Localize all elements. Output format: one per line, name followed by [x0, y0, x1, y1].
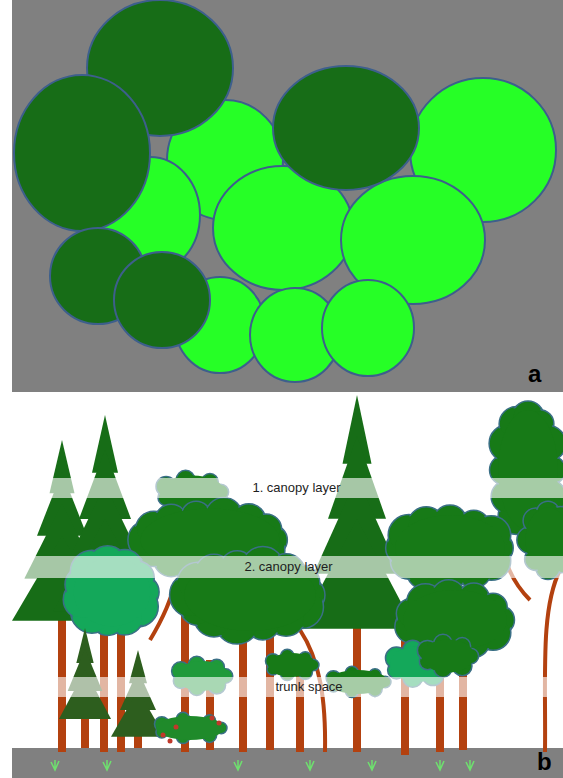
crown [417, 634, 478, 677]
grass-tuft [51, 760, 59, 770]
soil-strip [12, 748, 563, 778]
grass-tuft [368, 760, 376, 770]
grass-tuft [103, 760, 111, 770]
layer-band: 2. canopy layer [14, 556, 563, 578]
layer-band: 1. canopy layer [30, 478, 563, 498]
layer-label: 1. canopy layer [252, 480, 340, 496]
panel-letter: a [528, 362, 541, 386]
dark-crown [14, 75, 150, 231]
berry [174, 725, 179, 730]
grass-tuft [436, 760, 444, 770]
branch [545, 570, 560, 752]
panel-a-ground [12, 0, 563, 392]
layer-band: trunk space [55, 677, 563, 697]
crown-core [268, 653, 316, 677]
conifer [59, 628, 111, 719]
layer-label: trunk space [275, 679, 342, 695]
layer-label: 2. canopy layer [244, 559, 332, 575]
berry [217, 721, 222, 726]
light-crown [322, 280, 414, 376]
berry [210, 716, 215, 721]
crown-core [156, 716, 224, 740]
crown-map [14, 0, 556, 382]
panel-letter: b [537, 750, 552, 774]
dark-crown [114, 252, 210, 348]
crown [266, 649, 319, 680]
dark-crown [273, 66, 419, 190]
berry [168, 739, 173, 744]
panel-b-ground [12, 392, 563, 748]
forest-profile [12, 392, 563, 778]
grass-tuft [306, 760, 314, 770]
grass-tuft [466, 760, 474, 770]
berry [161, 733, 166, 738]
crown-core [422, 640, 475, 673]
grass-tuft [234, 760, 242, 770]
shrub [154, 712, 226, 743]
